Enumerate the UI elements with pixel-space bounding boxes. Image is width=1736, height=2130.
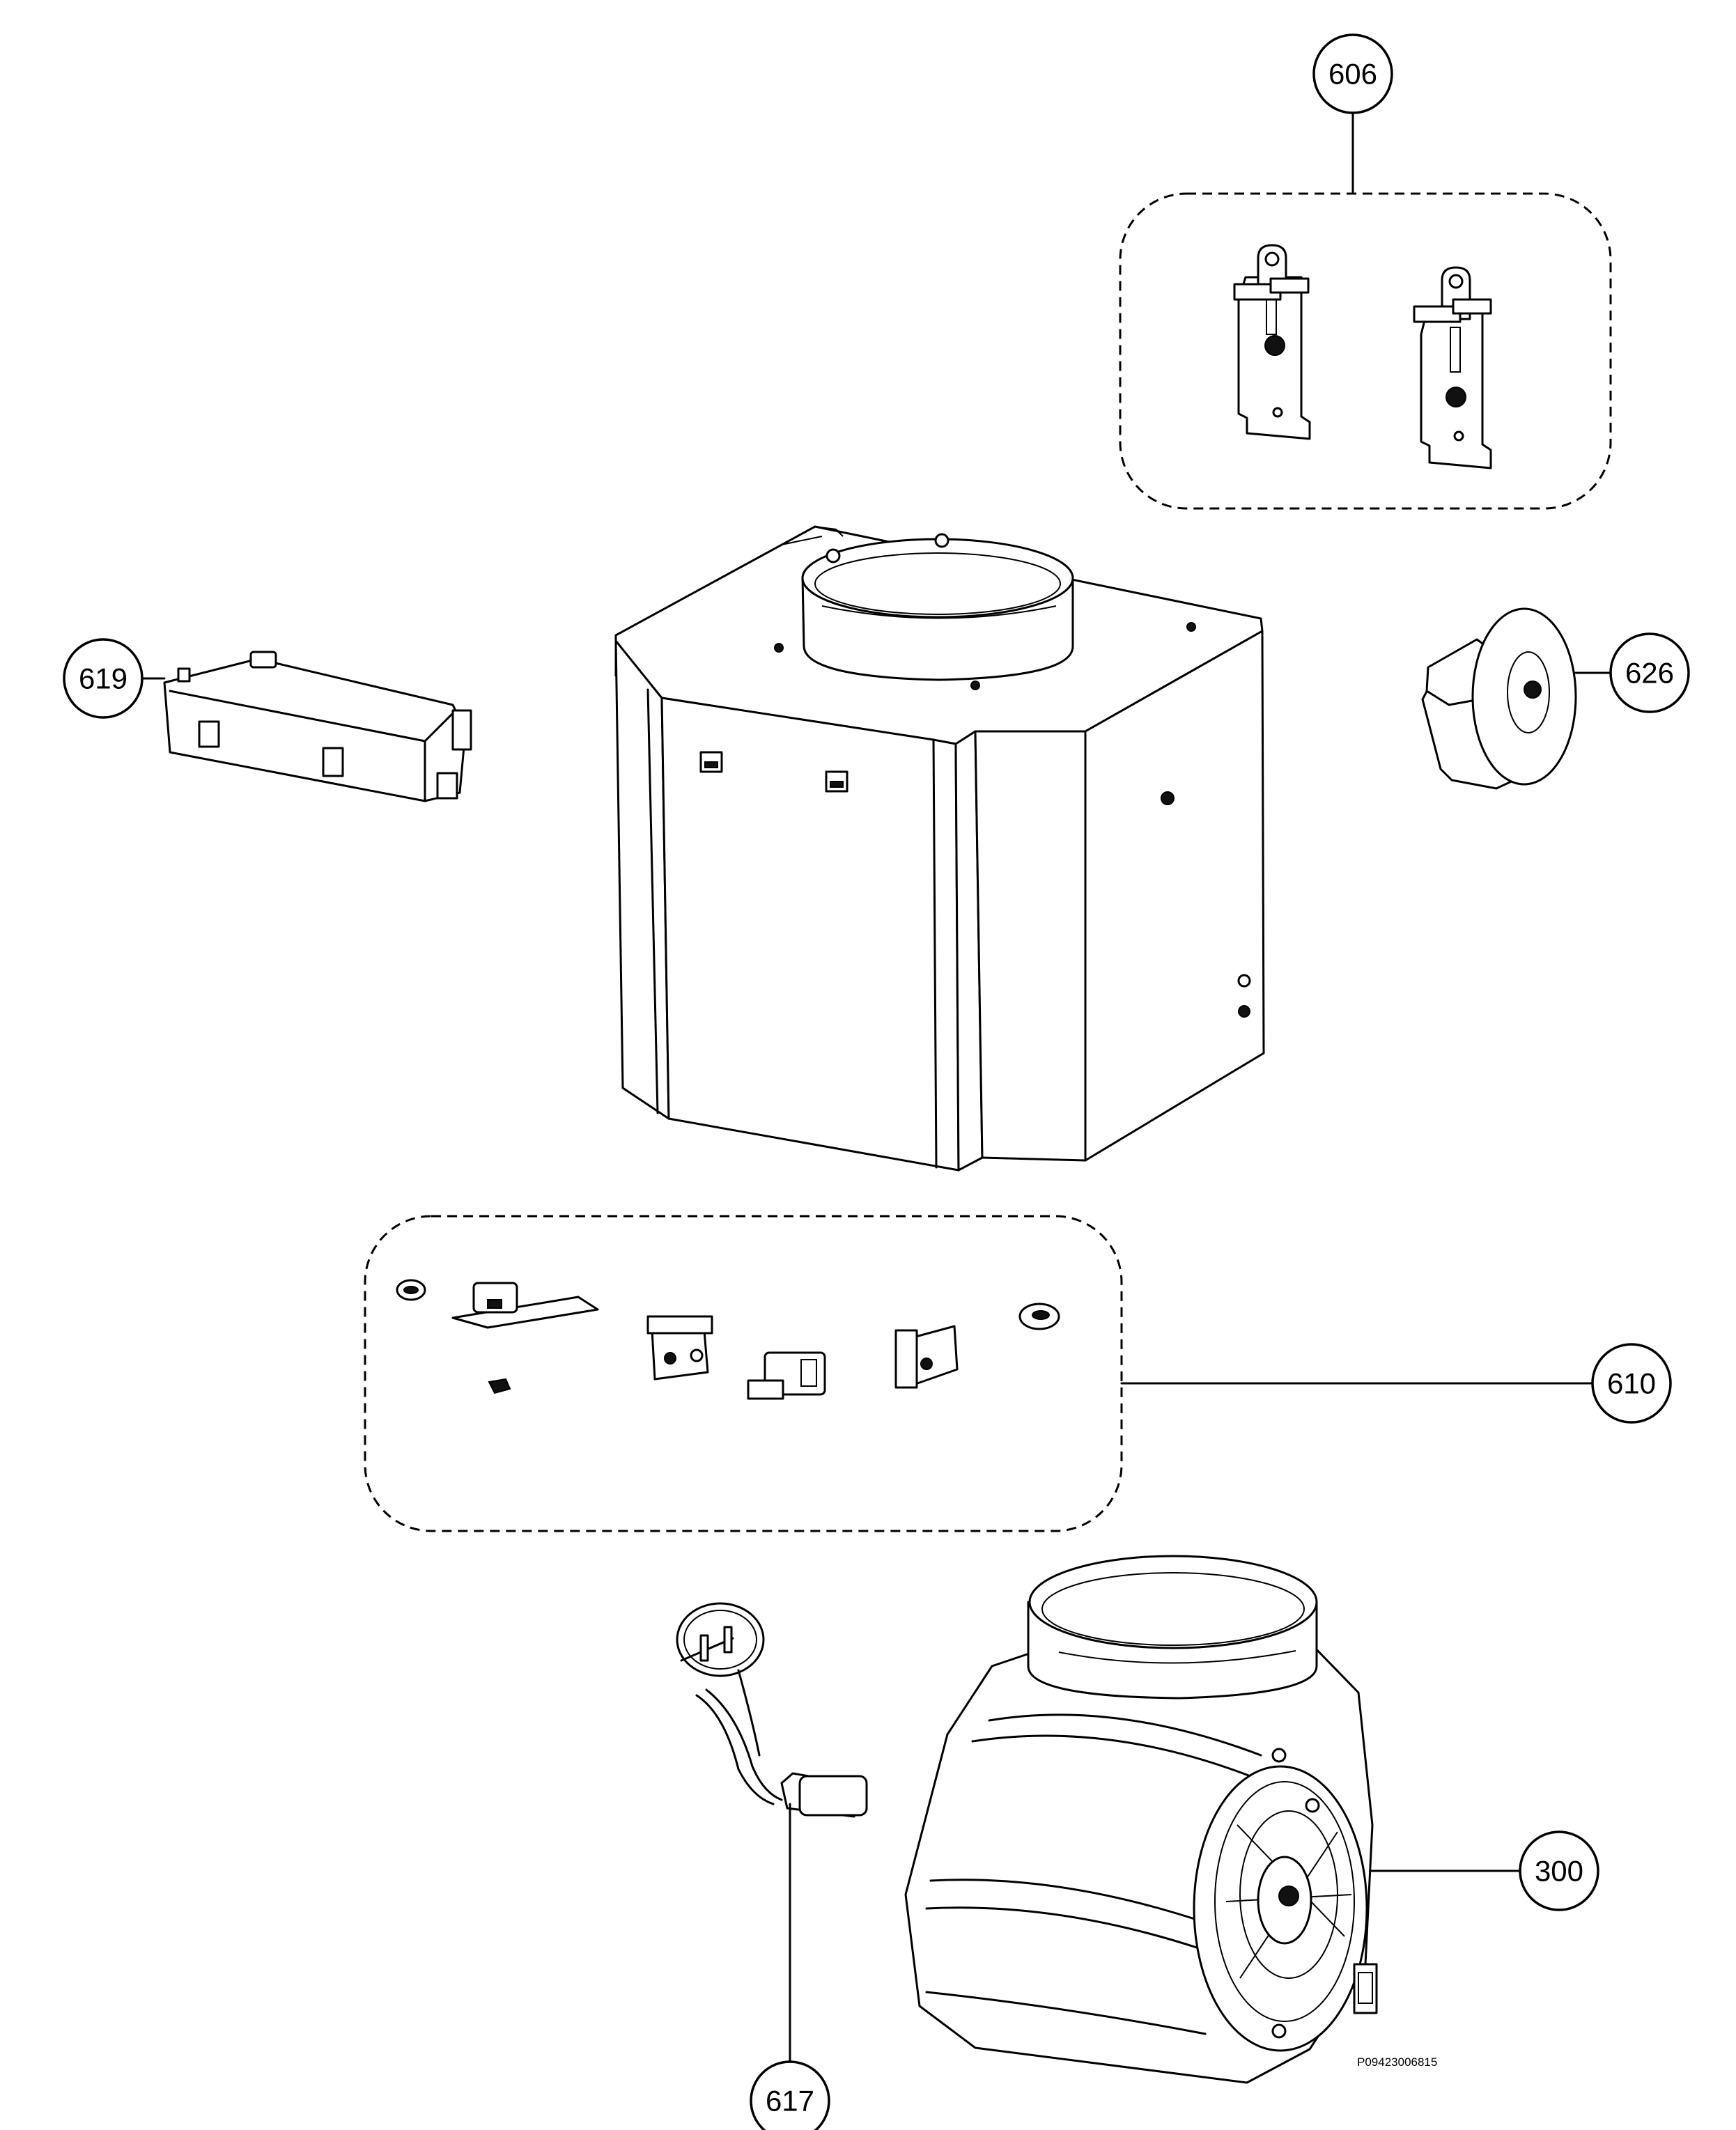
- callout-626-circle: [1609, 632, 1690, 713]
- callout-606-label: 606: [1328, 58, 1377, 91]
- control-box-619: 619: [63, 638, 472, 802]
- group-boundary-606: [1119, 192, 1612, 510]
- callout-626-label: 626: [1625, 657, 1674, 690]
- damper-unit-626: 626: [1421, 607, 1690, 790]
- callout-617-label: 617: [766, 2085, 814, 2117]
- callout-610-circle: [1591, 1343, 1672, 1424]
- callout-300-label: 300: [1535, 1855, 1583, 1888]
- callout-606-circle: [1312, 33, 1393, 114]
- wall-bracket-left: [1233, 244, 1311, 440]
- drawing-code: P09423006815: [1357, 2055, 1437, 2069]
- bracket-group-606: 606: [1119, 33, 1612, 510]
- capacitor-617: 617: [676, 1602, 868, 2130]
- wall-bracket-right: [1413, 266, 1492, 469]
- callout-619-circle: [63, 638, 144, 719]
- callout-617-circle: [750, 2060, 830, 2130]
- group-boundary-610: [364, 1215, 1123, 1532]
- exhaust-collar: [801, 533, 1074, 681]
- hood-housing: [614, 525, 1265, 1172]
- callout-610-label: 610: [1607, 1367, 1656, 1400]
- fittings-kit-610: 610: [364, 1215, 1672, 1532]
- callout-300-circle: [1519, 1830, 1599, 1911]
- callout-619-label: 619: [79, 662, 127, 695]
- blower-motor-300: 300: [904, 1555, 1599, 2084]
